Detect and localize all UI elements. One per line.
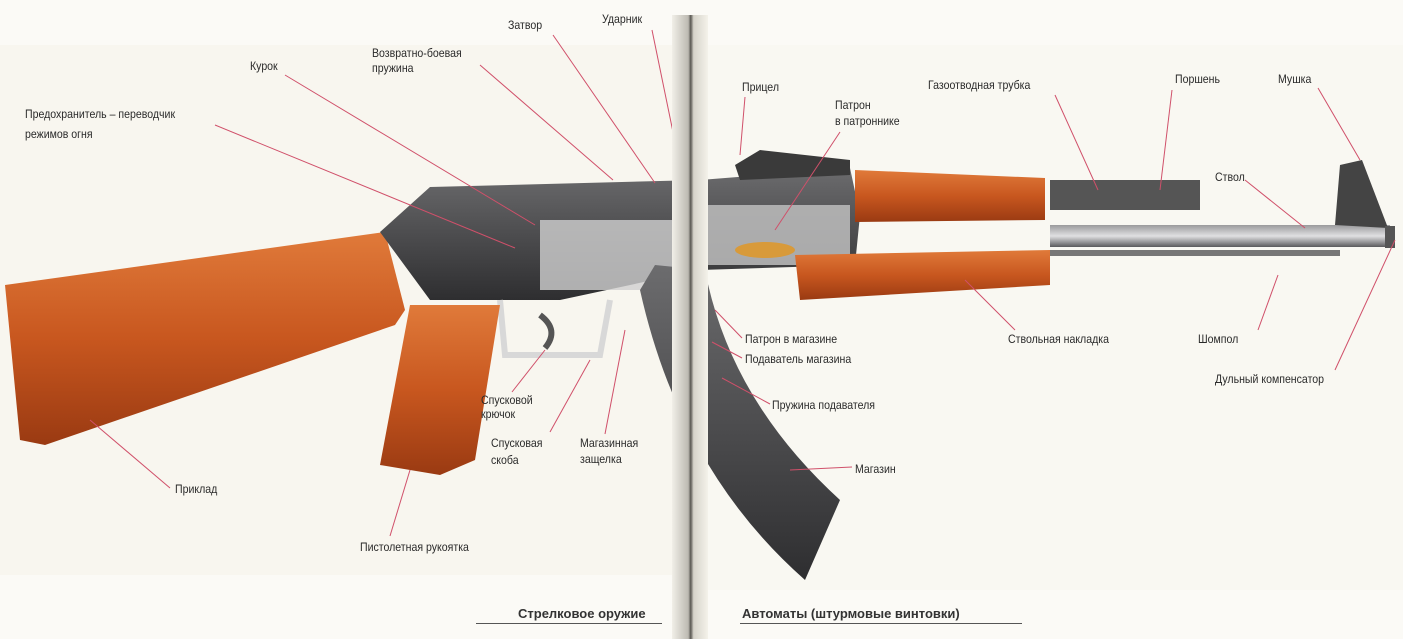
label-skoba-2: скоба: [491, 453, 519, 467]
rear-sight: [735, 150, 850, 180]
label-magazin: Магазин: [855, 462, 896, 476]
label-nakladka: Ствольная накладка: [1008, 332, 1109, 346]
leader-kurok: [284, 74, 536, 226]
leader-patron-patronnik: [774, 131, 841, 231]
handguard: [795, 250, 1050, 300]
leader-porshen: [1159, 89, 1173, 191]
label-udarnik: Ударник: [602, 12, 643, 26]
stock: [5, 232, 405, 445]
leader-lines: [89, 29, 1396, 537]
leader-kryuchok: [511, 349, 546, 393]
footer-rule-left: [476, 623, 662, 624]
magazine: [640, 265, 840, 580]
trigger-guard: [497, 299, 613, 358]
label-skoba-1: Спусковая: [491, 436, 543, 450]
label-predohranitel-2: режимов огня: [25, 127, 93, 141]
footer-right: Автоматы (штурмовые винтовки): [742, 606, 960, 621]
cartridge: [735, 242, 795, 258]
label-patron-patronnik-1: Патрон: [835, 98, 871, 112]
label-mushka: Мушка: [1278, 72, 1312, 86]
label-kompensator: Дульный компенсатор: [1215, 372, 1325, 386]
leader-zashchelka: [604, 329, 626, 435]
leader-nakladka: [964, 279, 1016, 331]
leader-pritsel: [739, 96, 746, 156]
label-kurok: Курок: [250, 59, 278, 73]
label-zashchelka-1: Магазинная: [580, 436, 639, 450]
leader-kompensator: [1334, 239, 1396, 371]
leader-podavatel: [711, 341, 743, 359]
leader-gazootvod: [1054, 94, 1099, 191]
book-gutter: [672, 15, 708, 639]
label-kryuchok-1: Спусковой: [481, 393, 533, 407]
leader-shompol: [1257, 274, 1279, 331]
footer-rule-right: [740, 623, 1022, 624]
label-zashchelka-2: защелка: [580, 452, 622, 466]
label-vozvratno-2: пружина: [372, 61, 414, 75]
leader-mushka: [1317, 87, 1361, 161]
label-pritsel: Прицел: [742, 80, 779, 94]
leader-magazin: [789, 466, 853, 471]
leader-predohranitel: [214, 124, 516, 249]
label-zatvor: Затвор: [508, 18, 543, 32]
label-shompol: Шомпол: [1198, 332, 1239, 346]
gas-tube: [1050, 180, 1200, 210]
cleaning-rod: [1050, 250, 1340, 256]
leader-priklad: [89, 419, 171, 489]
barrel: [1050, 225, 1390, 247]
label-rukoyatka: Пистолетная рукоятка: [360, 540, 469, 554]
label-podavatel: Подаватель магазина: [745, 352, 852, 366]
label-patron-patronnik-2: в патроннике: [835, 114, 900, 128]
pistol-grip: [380, 305, 500, 475]
leader-vozvratno: [479, 64, 614, 181]
upper-handguard: [855, 170, 1045, 222]
leader-skoba: [549, 359, 591, 433]
leader-patron-magazin: [714, 309, 743, 339]
leader-rukoyatka: [389, 469, 411, 537]
label-gazootvod: Газоотводная трубка: [928, 78, 1031, 92]
label-vozvratno-1: Возвратно-боевая: [372, 46, 462, 60]
label-porshen: Поршень: [1175, 72, 1221, 86]
footer-left: Стрелковое оружие: [518, 606, 646, 621]
trigger: [538, 312, 555, 350]
leader-pruzhina: [721, 377, 771, 405]
leader-stvol: [1244, 179, 1306, 229]
label-kryuchok-2: крючок: [481, 407, 516, 421]
label-predohranitel-1: Предохранитель – переводчик: [25, 107, 176, 121]
label-patron-magazin: Патрон в магазине: [745, 332, 838, 346]
label-priklad: Приклад: [175, 482, 218, 496]
leader-zatvor: [552, 34, 656, 184]
label-pruzhina-podavatelya: Пружина подавателя: [772, 398, 876, 412]
label-stvol: Ствол: [1215, 170, 1245, 184]
muzzle-compensator: [1385, 226, 1395, 248]
front-sight: [1335, 160, 1388, 228]
